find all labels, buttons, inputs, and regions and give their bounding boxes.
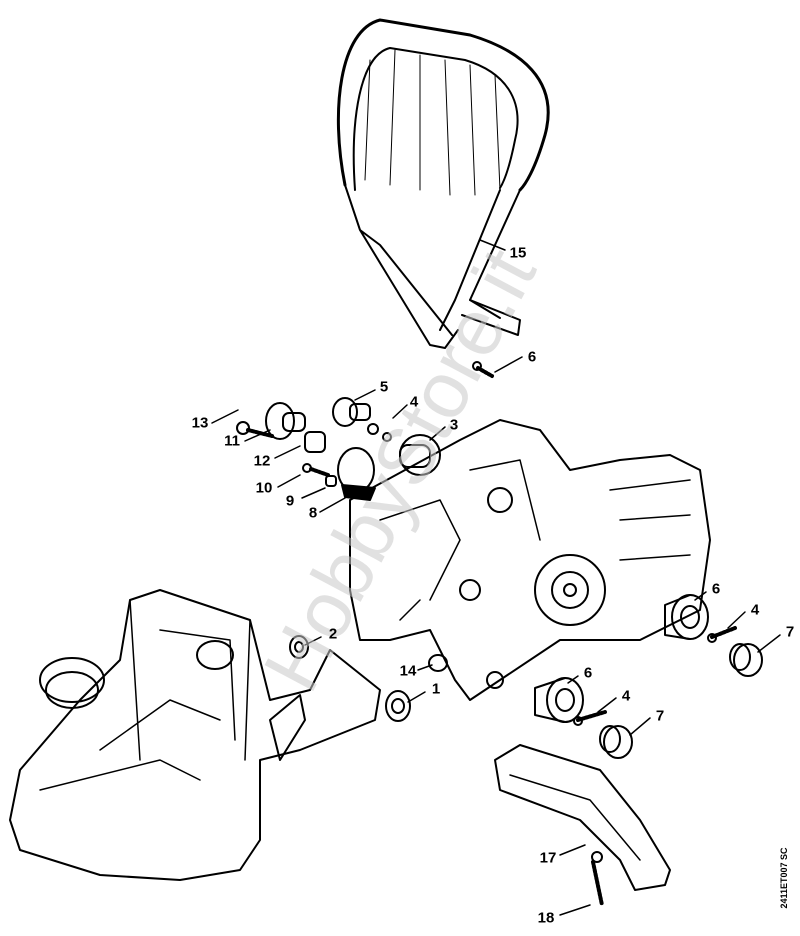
callout-6: 6 bbox=[583, 664, 593, 682]
callout-8: 8 bbox=[308, 504, 318, 522]
callout-6: 6 bbox=[527, 348, 537, 366]
handlebar-part bbox=[336, 18, 550, 349]
callout-1: 1 bbox=[431, 680, 441, 698]
tank-housing-part bbox=[9, 589, 381, 881]
drawing-code: 2411ET007 SC bbox=[779, 847, 789, 909]
callout-12: 12 bbox=[253, 452, 271, 470]
rear-handle-part bbox=[494, 744, 671, 907]
callout-10: 10 bbox=[255, 479, 273, 497]
callout-14: 14 bbox=[399, 662, 417, 680]
callout-13: 13 bbox=[191, 414, 209, 432]
callout-18: 18 bbox=[537, 909, 555, 927]
callout-7: 7 bbox=[655, 707, 665, 725]
small-parts bbox=[236, 397, 441, 501]
callout-7: 7 bbox=[785, 623, 795, 641]
callout-4: 4 bbox=[750, 601, 760, 619]
callout-11: 11 bbox=[224, 432, 240, 450]
callout-5: 5 bbox=[379, 378, 389, 396]
leader-lines bbox=[211, 239, 781, 916]
callout-15: 15 bbox=[509, 244, 527, 262]
callout-6: 6 bbox=[711, 580, 721, 598]
callout-9: 9 bbox=[285, 492, 295, 510]
callout-17: 17 bbox=[539, 849, 557, 867]
callout-3: 3 bbox=[449, 416, 459, 434]
callout-2: 2 bbox=[328, 625, 338, 643]
crankcase-part bbox=[349, 419, 711, 701]
callout-4: 4 bbox=[409, 393, 419, 411]
callout-4: 4 bbox=[621, 687, 631, 705]
av-buffers bbox=[289, 361, 763, 759]
